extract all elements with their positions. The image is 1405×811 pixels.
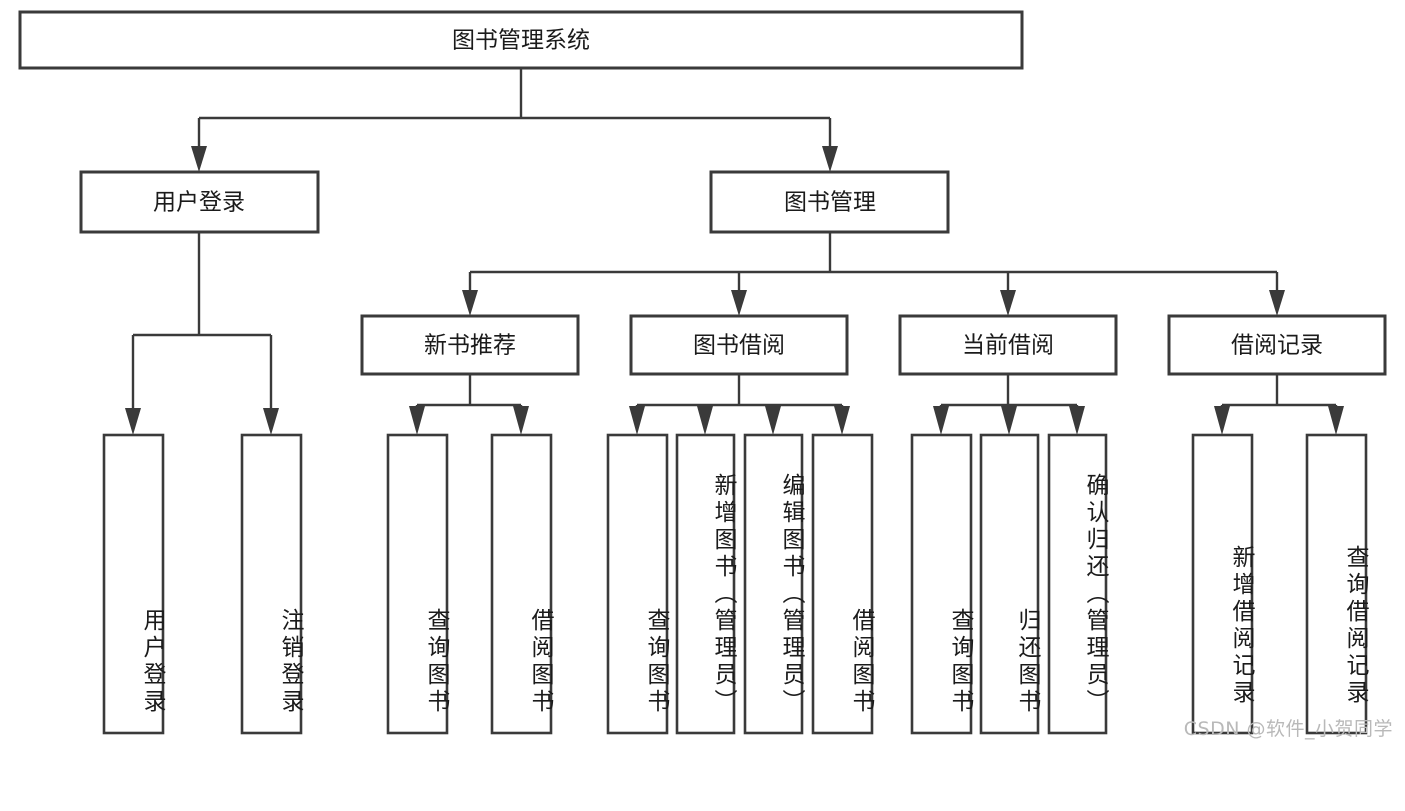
arrowhead-leaf-add-book [697, 406, 713, 435]
connector-group-root [191, 68, 838, 172]
node-user-login-label: 用户登录 [153, 190, 245, 216]
node-leaf-query-book-1-box[interactable] [386, 433, 449, 735]
node-leaf-query-record-box[interactable] [1305, 433, 1368, 735]
node-new-book-recommend[interactable]: 新书推荐 [360, 314, 580, 376]
connector-group-current-borrow [933, 374, 1085, 435]
node-user-login[interactable]: 用户登录 [79, 170, 320, 234]
arrowhead-leaf-add-record [1214, 406, 1230, 435]
arrowhead-leaf-query-record [1328, 406, 1344, 435]
arrowhead-leaf-return-book [1001, 406, 1017, 435]
connector-group-book-management [462, 232, 1285, 316]
arrowhead-user-login [191, 146, 207, 172]
arrowhead-leaf-edit-book [765, 406, 781, 435]
node-current-borrow-label: 当前借阅 [962, 333, 1054, 359]
node-book-management-box[interactable] [709, 170, 950, 234]
node-leaf-confirm-return-box[interactable] [1047, 433, 1108, 735]
node-leaf-logout-login-box[interactable] [240, 433, 303, 735]
node-book-management[interactable]: 图书管理 [709, 170, 950, 234]
node-book-management-label: 图书管理 [784, 190, 876, 216]
node-new-book-recommend-box[interactable] [360, 314, 580, 376]
node-book-borrow-box[interactable] [629, 314, 849, 376]
node-leaf-add-book-box[interactable] [675, 433, 736, 735]
node-leaf-user-login-box[interactable] [102, 433, 165, 735]
connector-group-borrow-record [1214, 374, 1344, 435]
tree-diagram-svg: 图书管理系统 用户登录 图书管理 新书推荐 图书借阅 当前借阅 借阅记录 [18, 10, 1387, 735]
connector-group-book-borrow [629, 374, 850, 435]
arrowhead-leaf-query-book-3 [933, 406, 949, 435]
node-leaf-borrow-book-1-box[interactable] [490, 433, 553, 735]
node-book-borrow-label: 图书借阅 [693, 333, 785, 359]
connector-group-new-book-recommend [409, 374, 529, 435]
node-leaf-query-book-3-box[interactable] [910, 433, 973, 735]
node-current-borrow[interactable]: 当前借阅 [898, 314, 1118, 376]
arrowhead-leaf-borrow-book-2 [834, 406, 850, 435]
diagram-canvas: 图书管理系统 用户登录 图书管理 新书推荐 图书借阅 当前借阅 借阅记录 [18, 10, 1393, 740]
node-leaf-return-book-box[interactable] [979, 433, 1040, 735]
node-leaf-borrow-book-2-box[interactable] [811, 433, 874, 735]
arrowhead-leaf-user-login [125, 408, 141, 435]
node-root[interactable]: 图书管理系统 [18, 10, 1024, 70]
node-root-box[interactable] [18, 10, 1024, 70]
arrowhead-book-management [822, 146, 838, 172]
arrowhead-leaf-borrow-book-1 [513, 406, 529, 435]
node-current-borrow-box[interactable] [898, 314, 1118, 376]
node-leaf-add-record-box[interactable] [1191, 433, 1254, 735]
node-borrow-record-box[interactable] [1167, 314, 1387, 376]
node-borrow-record[interactable]: 借阅记录 [1167, 314, 1387, 376]
arrowhead-leaf-confirm-return [1069, 406, 1085, 435]
arrowhead-current-borrow [1000, 290, 1016, 316]
csdn-watermark: CSDN @软件_小贺同学 [1183, 718, 1393, 740]
node-root-label: 图书管理系统 [452, 28, 590, 54]
node-borrow-record-label: 借阅记录 [1231, 333, 1323, 359]
arrowhead-new-book-recommend [462, 290, 478, 316]
node-book-borrow[interactable]: 图书借阅 [629, 314, 849, 376]
node-leaf-edit-book-box[interactable] [743, 433, 804, 735]
arrowhead-leaf-query-book-2 [629, 406, 645, 435]
arrowhead-leaf-logout-login [263, 408, 279, 435]
arrowhead-book-borrow [731, 290, 747, 316]
arrowhead-borrow-record [1269, 290, 1285, 316]
arrowhead-leaf-query-book-1 [409, 406, 425, 435]
node-new-book-recommend-label: 新书推荐 [424, 333, 516, 359]
leaf-boxes [102, 433, 1368, 735]
connector-group-user-login [125, 232, 279, 435]
node-leaf-query-book-2-box[interactable] [606, 433, 669, 735]
node-user-login-box[interactable] [79, 170, 320, 234]
